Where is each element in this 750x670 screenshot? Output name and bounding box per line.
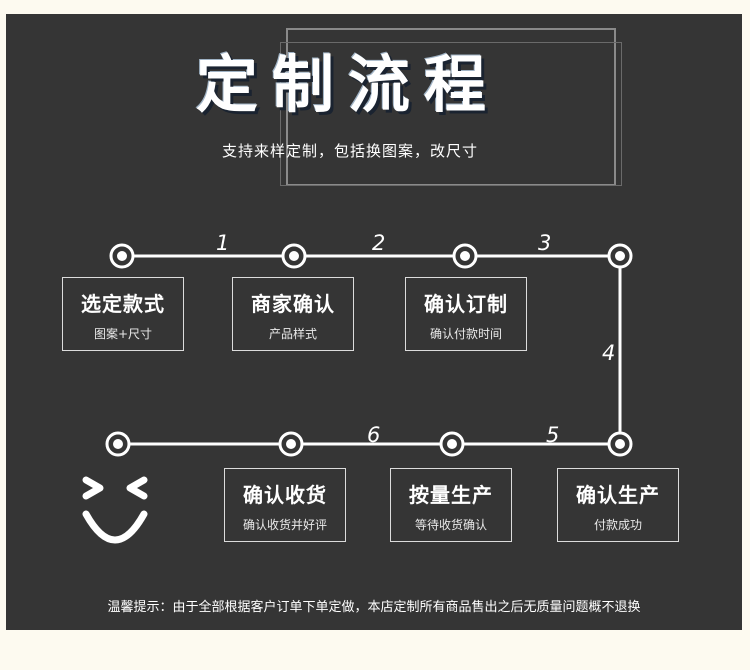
step-title: 确认生产 [576,483,660,507]
step-title: 确认订制 [424,292,508,316]
notice-text: 温馨提示：由于全部根据客户订单下单定做，本店定制所有商品售出之后无质量问题概不退… [107,600,641,615]
step-title: 选定款式 [81,292,165,316]
step-card-confirm-production: 确认生产 付款成功 [557,468,679,542]
node-marker [607,243,633,269]
step-number: 3 [538,231,552,255]
step-title: 商家确认 [251,292,335,316]
step-subtitle: 确认收货并好评 [242,518,327,532]
node-marker [439,431,465,457]
step-subtitle: 图案+尺寸 [93,327,153,341]
step-number: 1 [216,231,230,255]
step-number: 6 [367,423,381,447]
step-number: 5 [546,423,560,447]
node-marker [281,243,307,269]
step-subtitle: 产品样式 [268,327,317,341]
node-marker [105,431,131,457]
node-marker [278,431,304,457]
step-title: 确认收货 [243,483,327,507]
node-marker [607,431,633,457]
smiley-icon [82,476,148,544]
step-number: 2 [372,231,386,255]
node-marker [452,243,478,269]
step-subtitle: 确认付款时间 [429,327,502,341]
node-markers [105,243,633,457]
step-card-merchant-confirm: 商家确认 产品样式 [232,277,354,351]
step-subtitle: 付款成功 [593,518,642,532]
title-frame-inner [280,42,622,186]
page-subtitle: 支持来样定制，包括换图案，改尺寸 [221,142,478,160]
step-title: 按量生产 [409,483,493,507]
step-number: 4 [602,341,616,365]
page-title: 定制流程 [195,48,500,121]
node-marker [109,243,135,269]
step-card-confirm-order: 确认订制 确认付款时间 [405,277,527,351]
step-card-confirm-receipt: 确认收货 确认收货并好评 [224,468,346,542]
step-card-select-style: 选定款式 图案+尺寸 [62,277,184,351]
step-subtitle: 等待收货确认 [414,518,487,532]
step-card-batch-production: 按量生产 等待收货确认 [390,468,512,542]
